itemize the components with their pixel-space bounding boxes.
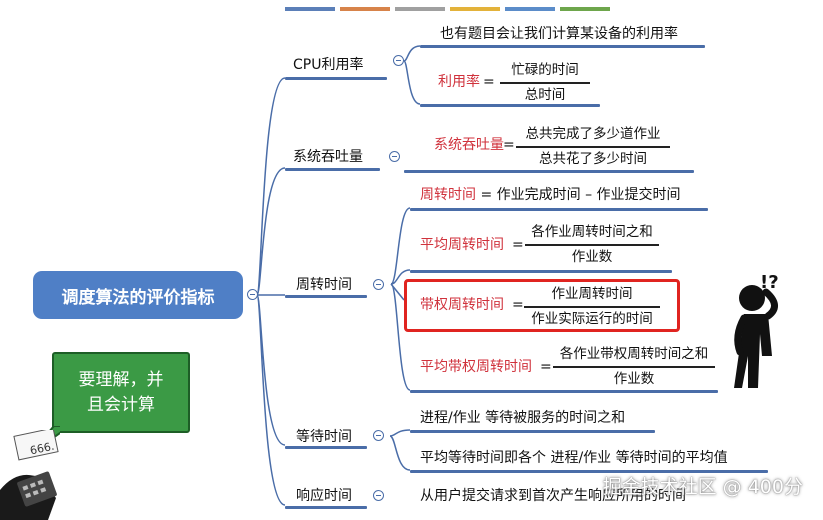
watermark: 掘金技术社区 @ 400分 (602, 476, 803, 498)
top-color-bar-gray (395, 7, 445, 11)
top-color-bar-yellow (450, 7, 500, 11)
collapse-turnaround-icon[interactable] (373, 279, 384, 290)
branch-response-label[interactable]: 响应时间 (296, 488, 352, 504)
waiting-item-1: 进程/作业 等待被服务的时间之和 (420, 410, 626, 426)
collapse-root-icon[interactable] (247, 289, 258, 300)
weighted-turnaround-highlight-box (404, 279, 680, 332)
confused-exclamation: !? (760, 272, 779, 293)
branch-waiting-label[interactable]: 等待时间 (296, 429, 352, 445)
branch-throughput-underline (285, 168, 380, 171)
cpu-note-underline (420, 45, 705, 48)
top-color-bar-green (560, 7, 610, 11)
avg-turnaround-fraction: 各作业周转时间之和 作业数 (525, 224, 659, 266)
cpu-numerator: 忙碌的时间 (511, 62, 579, 78)
branch-cpu-label[interactable]: CPU利用率 (293, 57, 364, 73)
weighted-turnaround-eq: = (512, 297, 524, 313)
collapse-throughput-icon[interactable] (389, 151, 400, 162)
bubble-line-1: 要理解，并 (78, 369, 164, 390)
avg-turnaround-denominator: 作业数 (571, 248, 613, 265)
throughput-numerator: 总共完成了多少道作业 (525, 126, 661, 142)
waiting-item-1-underline (410, 430, 655, 433)
avg-weighted-turnaround-underline (410, 390, 718, 393)
avg-weighted-turnaround-denominator: 作业数 (613, 370, 655, 387)
waiting-item-2: 平均等待时间即各个 进程/作业 等待时间的平均值 (420, 450, 728, 466)
throughput-fraction: 总共完成了多少道作业 总共花了多少时间 (516, 126, 670, 168)
cpu-denominator: 总时间 (524, 86, 566, 103)
cpu-eq: = (483, 74, 495, 90)
avg-turnaround-numerator: 各作业周转时间之和 (531, 224, 653, 240)
turnaround-definition: 周转时间 = 作业完成时间 – 作业提交时间 (420, 186, 681, 204)
confused-person-icon (734, 285, 778, 388)
throughput-denominator: 总共花了多少时间 (539, 150, 647, 167)
collapse-response-icon[interactable] (373, 490, 384, 501)
weighted-turnaround-numerator: 作业周转时间 (551, 286, 633, 302)
bubble-line-2: 且会计算 (87, 394, 155, 415)
cpu-term: 利用率 (438, 74, 480, 90)
branch-turnaround-label[interactable]: 周转时间 (296, 277, 352, 293)
avg-weighted-turnaround-fraction: 各作业带权周转时间之和 作业数 (553, 346, 715, 388)
top-color-bar-blue2 (505, 7, 555, 11)
calculator-person-icon (0, 430, 59, 520)
weighted-turnaround-fraction: 作业周转时间 作业实际运行的时间 (524, 286, 660, 328)
waiting-item-2-underline (410, 470, 768, 473)
avg-turnaround-term: 平均周转时间 (420, 237, 504, 253)
turnaround-def-term: 周转时间 (420, 187, 476, 203)
throughput-formula-underline (404, 170, 694, 173)
collapse-cpu-icon[interactable] (393, 55, 404, 66)
cpu-formula-underline (420, 104, 600, 107)
weighted-turnaround-term: 带权周转时间 (420, 297, 504, 313)
speech-bubble: 要理解，并 且会计算 (52, 352, 190, 433)
throughput-eq: = (503, 137, 515, 153)
turnaround-def-rest: = 作业完成时间 – 作业提交时间 (476, 187, 681, 203)
branch-response-underline (285, 506, 367, 509)
branch-throughput-label[interactable]: 系统吞吐量 (293, 149, 363, 165)
cpu-note: 也有题目会让我们计算某设备的利用率 (440, 26, 678, 42)
avg-weighted-turnaround-numerator: 各作业带权周转时间之和 (559, 346, 709, 362)
throughput-term: 系统吞吐量 (434, 137, 504, 153)
turnaround-def-underline (410, 208, 708, 211)
collapse-waiting-icon[interactable] (373, 430, 384, 441)
branch-cpu-underline (285, 77, 387, 80)
top-color-bar-blue (285, 7, 335, 11)
cpu-fraction: 忙碌的时间 总时间 (500, 62, 590, 104)
top-color-bar-orange (340, 7, 390, 11)
response-item-1: 从用户提交请求到首次产生响应所用的时间 (420, 488, 686, 504)
branch-waiting-underline (285, 446, 367, 449)
avg-weighted-turnaround-eq: = (540, 359, 552, 375)
weighted-turnaround-denominator: 作业实际运行的时间 (531, 310, 653, 327)
branch-turnaround-underline (285, 295, 367, 298)
avg-turnaround-eq: = (512, 237, 524, 253)
root-node[interactable]: 调度算法的评价指标 (33, 271, 243, 319)
avg-turnaround-underline (410, 270, 672, 273)
avg-weighted-turnaround-term: 平均带权周转时间 (420, 359, 532, 375)
